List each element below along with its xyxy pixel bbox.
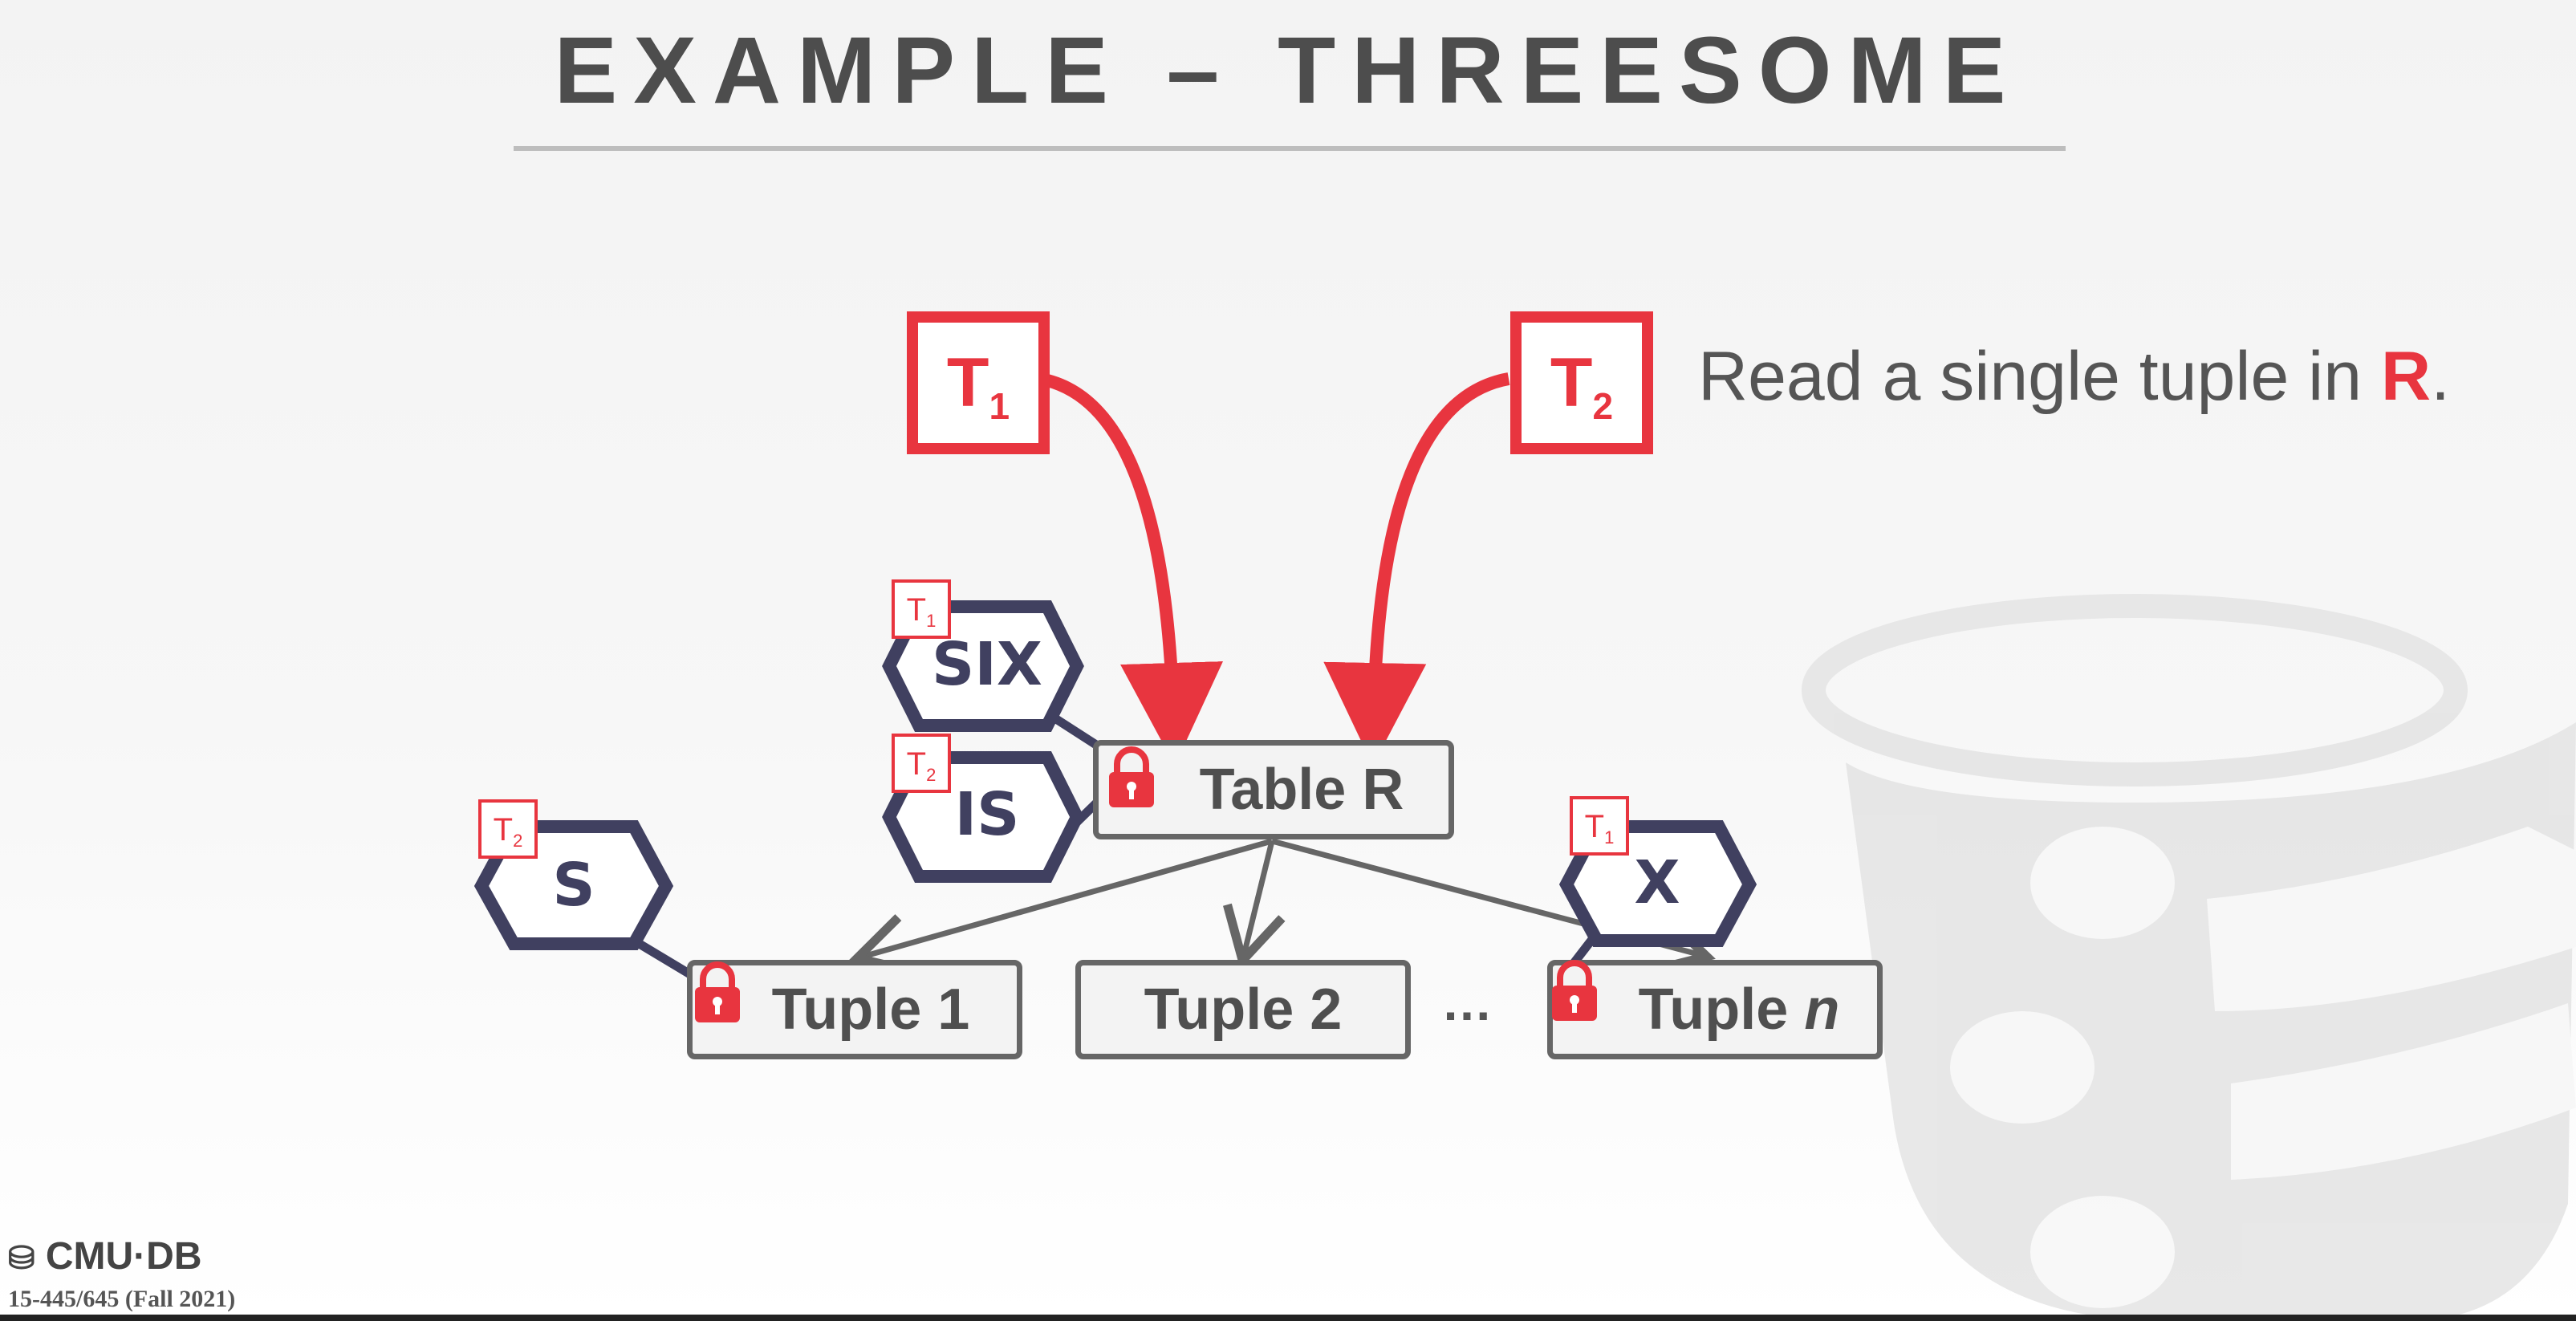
operation-description: Read a single tuple in R. — [1698, 338, 2451, 415]
edge-table-tuple1 — [848, 838, 1273, 976]
course-label: 15-445/645 (Fall 2021) — [8, 1286, 236, 1312]
tuple-n-node: Tuple n — [1547, 960, 1883, 1059]
t2-request-arrow — [1323, 372, 1510, 766]
tuple-2-node: Tuple 2 — [1075, 960, 1411, 1059]
slide-title: EXAMPLE – THREESOME — [554, 18, 2022, 124]
t1-request-arrow — [1038, 372, 1223, 766]
is-lock-label: IS — [954, 780, 1020, 849]
transaction-t2: T2 — [1510, 311, 1653, 454]
x-lock-label: X — [1634, 848, 1680, 917]
padlock-icon — [1109, 746, 1154, 807]
s-lock-label: S — [552, 851, 595, 920]
padlock-icon — [1552, 960, 1597, 1021]
title-divider — [514, 146, 2066, 151]
tuple-1-node: Tuple 1 — [687, 960, 1022, 1059]
s-lock-holder-badge: T2 — [478, 799, 538, 859]
padlock-icon — [695, 961, 740, 1022]
cmu-db-logo: ⛁ CMU·DB — [8, 1235, 202, 1278]
transaction-t1: T1 — [907, 311, 1050, 454]
database-icon: ⛁ — [8, 1241, 35, 1276]
bottom-border — [0, 1315, 2576, 1321]
table-r-node: Table R — [1093, 740, 1454, 839]
x-lock-holder-badge: T1 — [1570, 796, 1629, 856]
edge-table-tuple2 — [1223, 840, 1286, 969]
six-lock-label: SIX — [932, 630, 1042, 699]
is-lock-holder-badge: T2 — [892, 734, 951, 793]
ellipsis: … — [1441, 973, 1494, 1031]
six-lock-holder-badge: T1 — [892, 579, 951, 639]
